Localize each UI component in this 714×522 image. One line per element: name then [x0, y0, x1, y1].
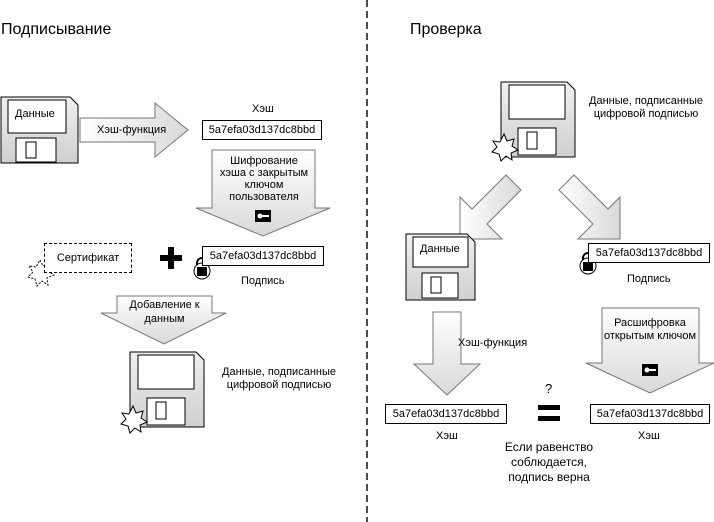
signature-caption: Подпись [241, 275, 285, 287]
private-key-icon [255, 210, 271, 222]
certificate-box: Сертификат [44, 243, 132, 273]
question-mark: ? [545, 381, 553, 396]
hash-function-arrow-verify [412, 311, 482, 396]
verify-hash-function-label: Хэш-функция [458, 337, 528, 349]
computed-hash-box: 5a7efa03d137dc8bbd [385, 404, 507, 424]
hash-caption: Хэш [252, 103, 274, 115]
verify-signed-caption-line-1: Данные, подписанные [589, 95, 703, 107]
data-floppy-icon [0, 96, 79, 164]
encrypt-arrow [195, 149, 331, 237]
hash-value-box: 5a7efa03d137dc8bbd [202, 120, 322, 140]
append-step-line-1: Добавление к [129, 299, 200, 311]
conclusion-line-2: соблюдается, [510, 455, 588, 469]
encrypt-step-line-3: ключом [244, 179, 284, 191]
encrypt-step-line-2: хэша с закрытым [219, 167, 309, 179]
append-step-line-2: данным [144, 313, 185, 325]
hash-function-label: Хэш-функция [97, 124, 167, 136]
conclusion-line-1: Если равенство [504, 440, 594, 454]
conclusion-line-3: подпись верна [508, 470, 590, 484]
data-label: Данные [15, 108, 55, 120]
encrypt-step-line-4: пользователя [229, 191, 299, 203]
verify-data-label: Данные [420, 243, 460, 255]
public-key-icon [642, 364, 658, 376]
signed-data-floppy-icon-verify [491, 81, 576, 162]
signed-data-caption-line-2: цифровой подписью [226, 379, 332, 391]
verification-title: Проверка [410, 21, 482, 38]
verify-signature-value-box: 5a7efa03d137dc8bbd [588, 243, 710, 263]
decrypted-hash-caption: Хэш [638, 430, 660, 442]
signature-value-box: 5a7efa03d137dc8bbd [202, 246, 324, 266]
computed-hash-caption: Хэш [436, 430, 458, 442]
decrypt-arrow [585, 307, 714, 394]
verify-signed-caption-line-2: цифровой подписью [593, 108, 699, 120]
decrypt-step-line-1: Расшифровка [614, 317, 686, 329]
encrypt-step-line-1: Шифрование [230, 155, 298, 167]
hash-function-arrow [79, 101, 189, 159]
signed-data-caption-line-1: Данные, подписанные [222, 366, 336, 378]
decrypt-step-line-2: открытым ключом [603, 330, 697, 342]
signed-data-floppy-icon [120, 351, 205, 434]
append-arrow [100, 295, 227, 345]
data-floppy-icon-verify [405, 233, 476, 301]
split-arrow-left [459, 174, 522, 240]
plus-icon [160, 247, 182, 269]
signing-title: Подписывание [1, 21, 112, 38]
equals-icon [538, 405, 560, 421]
decrypted-hash-box: 5a7efa03d137dc8bbd [590, 404, 710, 424]
verify-signature-caption: Подпись [627, 273, 671, 285]
split-arrow-right [558, 174, 621, 240]
